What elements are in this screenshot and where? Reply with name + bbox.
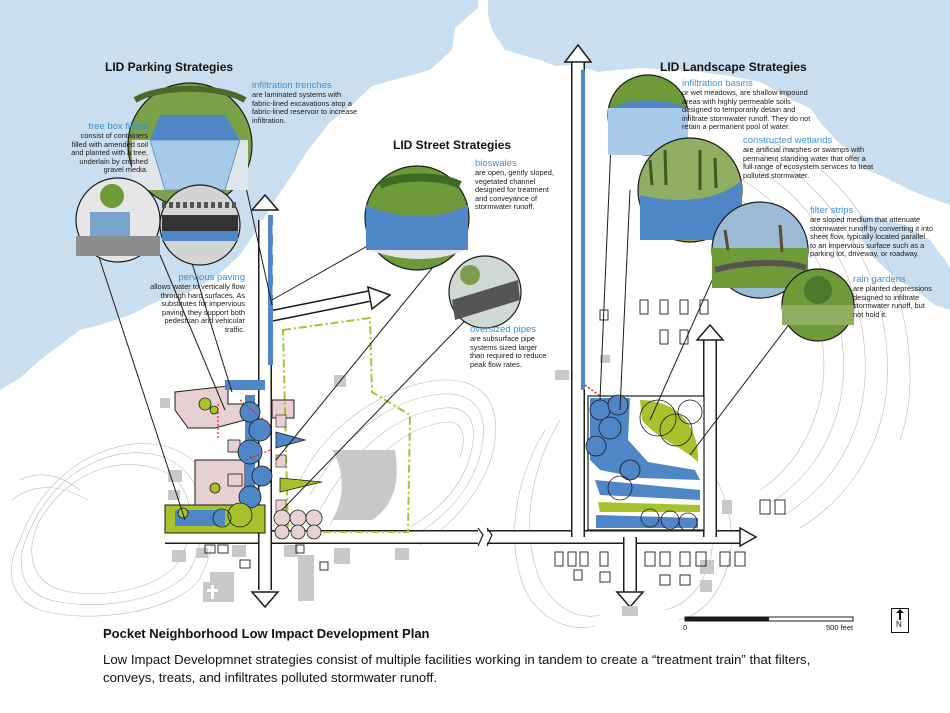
annotation-title: constructed wetlands xyxy=(743,135,833,146)
parking-neighborhood-block xyxy=(160,380,295,534)
annotation-filter-strips: filter strips are sloped medium that att… xyxy=(810,205,945,259)
annotation-title: tree box filters xyxy=(88,121,148,132)
north-arrow-label: N xyxy=(896,620,902,629)
annotation-bioswales: bioswales are open, gently sloped, veget… xyxy=(475,158,580,212)
annotation-title: rain gardens xyxy=(853,274,906,285)
lake-water xyxy=(0,0,950,390)
annotation-title: bioswales xyxy=(475,158,517,169)
annotation-rain-gardens: rain gardens are planted depressions des… xyxy=(853,274,945,319)
vignette-bioswales xyxy=(364,165,470,271)
vignette-oversized-pipes xyxy=(448,255,522,329)
annotation-pervious-paving: pervious paving allows water to vertical… xyxy=(120,272,245,335)
heading-street: LID Street Strategies xyxy=(393,138,512,152)
scale-bar xyxy=(684,616,854,622)
bioswale-channels xyxy=(268,70,585,390)
landscape-park-block xyxy=(555,355,732,532)
vignette-rain-gardens xyxy=(781,268,855,342)
annotation-title: infiltration basins xyxy=(682,78,753,89)
annotation-oversized-pipes: oversized pipes are subsurface pipe syst… xyxy=(470,324,585,369)
annotation-infiltration-basins: infiltration basins or wet meadows, are … xyxy=(682,78,842,132)
vignette-pervious-paving xyxy=(159,184,241,266)
annotation-tree-box-filters: tree box filters consist of containers f… xyxy=(38,121,148,175)
road-break-symbol xyxy=(477,527,493,547)
scale-bar-end-label: 500 feet xyxy=(826,623,854,632)
church-cross-icon xyxy=(203,582,223,602)
annotation-constructed-wetlands: constructed wetlands are artificial mars… xyxy=(743,135,908,180)
annotation-title: pervious paving xyxy=(178,272,245,283)
scale-bar-start-label: 0 xyxy=(683,623,688,632)
vignette-tree-box-filters xyxy=(75,177,161,263)
north-arrow-icon: N xyxy=(891,608,909,633)
plan-description: Low Impact Developmnet strategies consis… xyxy=(103,652,811,685)
annotation-title: infiltration trenches xyxy=(252,80,332,91)
vignette-constructed-wetlands xyxy=(637,137,743,243)
street-central-block xyxy=(273,316,412,540)
heading-parking: LID Parking Strategies xyxy=(105,60,234,74)
annotation-infiltration-trenches: infiltration trenches are laminated syst… xyxy=(252,80,367,125)
plan-title: Pocket Neighborhood Low Impact Developme… xyxy=(103,626,430,641)
heading-landscape: LID Landscape Strategies xyxy=(660,60,807,74)
annotation-title: oversized pipes xyxy=(470,324,537,335)
annotation-title: filter strips xyxy=(810,205,854,216)
